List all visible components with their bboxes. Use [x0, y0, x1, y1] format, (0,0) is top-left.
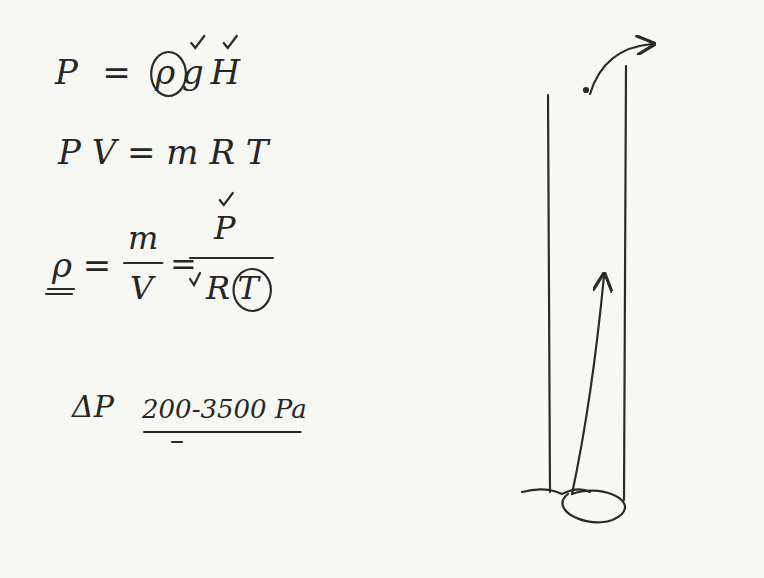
equation-text: P [214, 212, 236, 244]
underline [144, 431, 301, 433]
smoke-dot [584, 88, 588, 92]
underline [172, 441, 182, 443]
equation-text: RT [206, 272, 267, 304]
equation-text: V [130, 272, 153, 304]
draft-arrow [572, 276, 604, 494]
equation-text: ΔP [72, 392, 114, 422]
check-mark [220, 193, 233, 205]
fraction-bar [124, 262, 162, 264]
fraction-bar [190, 257, 273, 259]
pressure-range: 200-3500 Pa [142, 396, 307, 422]
chimney-wall [548, 95, 550, 492]
underline [48, 288, 74, 290]
fire-loop [562, 491, 625, 523]
outflow-arrow [590, 44, 652, 94]
equation-text: P V = m R T [58, 135, 268, 169]
equation-text: ρ = [52, 248, 111, 282]
equation-text: m [128, 222, 158, 254]
equation-text: = [170, 248, 197, 280]
chimney-wall [624, 66, 626, 500]
underline [46, 293, 72, 295]
check-mark [224, 36, 237, 48]
check-mark [191, 36, 204, 48]
equation-text: P = ρgH [55, 55, 247, 89]
